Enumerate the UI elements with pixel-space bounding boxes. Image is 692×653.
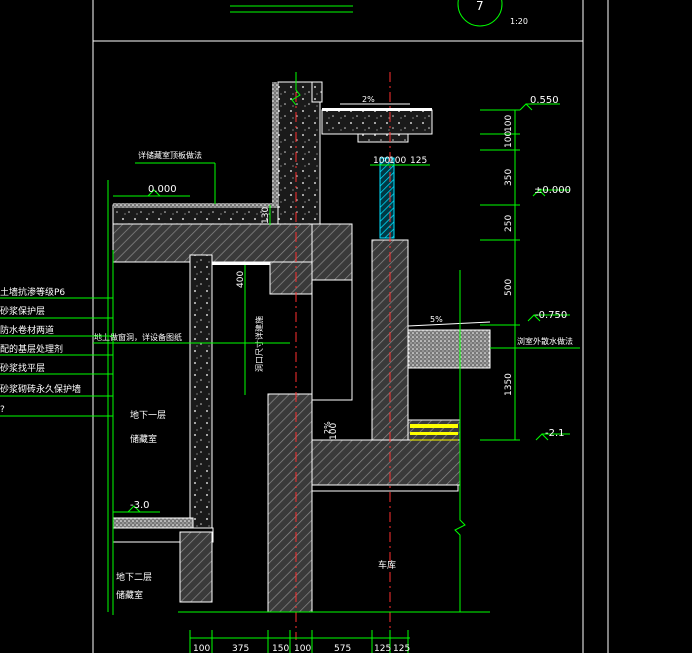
inner-slope-label: 2%	[323, 421, 332, 434]
layer-4: 配的基层处理剂	[0, 343, 63, 355]
svg-text:100: 100	[504, 115, 514, 132]
top-slope-label: 2%	[362, 95, 375, 104]
b1-floor-slab	[112, 517, 214, 603]
bottom-dim-chain	[189, 630, 410, 653]
opening-note: 地上做窗洞，详设备图纸	[94, 332, 182, 342]
layer-7: ?	[0, 405, 5, 415]
glazing	[379, 157, 395, 239]
svg-text:125: 125	[410, 156, 427, 166]
room-b2-line1: 地下二层	[116, 571, 152, 583]
elev-zero-left: 0.000	[148, 184, 177, 195]
ground-layers	[407, 321, 491, 441]
b1-inner-wall	[189, 254, 313, 613]
svg-text:130: 130	[261, 207, 271, 224]
window-head-beam	[321, 108, 433, 143]
layer-callout-lines	[0, 297, 113, 417]
svg-text:500: 500	[504, 279, 514, 296]
elev-ground-right: -0.750	[535, 310, 567, 321]
room-b1-line1: 地下一层	[130, 409, 166, 421]
layer-1: 土墙抗渗等级P6	[0, 286, 65, 298]
layer-3: 防水卷材两道	[0, 324, 54, 336]
window-note: 洞口尺寸详建施	[254, 316, 264, 372]
layer-callout-labels: 土墙抗渗等级P6 砂浆保护层 防水卷材两道 配的基层处理剂 砂浆找平层 砂浆砌砖…	[0, 286, 81, 415]
layer-2: 砂浆保护层	[0, 305, 45, 317]
svg-text:1350: 1350	[504, 373, 514, 396]
layer-6: 砂浆砌砖永久保护墙	[0, 383, 81, 395]
title-underlines	[230, 5, 353, 13]
svg-text:125: 125	[374, 644, 391, 653]
outdoor-waterproof-label: 浏室外散水做法	[517, 336, 573, 346]
svg-text:100: 100	[329, 423, 339, 440]
elev-zero-right: ±0.000	[534, 185, 571, 196]
ground-slope-label: 5%	[430, 315, 443, 324]
layer-5: 砂浆找平层	[0, 362, 45, 374]
elev-top-right: 0.550	[530, 95, 559, 106]
upper-wall	[272, 81, 323, 225]
svg-text:150: 150	[272, 644, 289, 653]
middle-wall	[311, 223, 353, 401]
inner-dims	[244, 205, 271, 395]
room-b2-line2: 储藏室	[116, 589, 143, 601]
drawing-frame	[92, 0, 609, 653]
svg-text:350: 350	[504, 169, 514, 186]
room-garage: 车库	[378, 559, 396, 571]
elevation-markers-left	[113, 189, 190, 513]
right-dim-chain	[480, 109, 520, 441]
detail-index-circle	[457, 0, 503, 27]
svg-text:100: 100	[389, 156, 406, 166]
svg-text:575: 575	[334, 644, 351, 653]
svg-text:100: 100	[294, 644, 311, 653]
svg-text:100: 100	[504, 131, 514, 148]
bottom-dim-labels: 100 375 150 100 575 125 125	[193, 644, 410, 653]
svg-text:250: 250	[504, 215, 514, 232]
right-dim-labels: 100 100 350 250 500 1350	[504, 115, 514, 396]
elev-bottom-right: -2.1	[545, 428, 565, 439]
room-b1-line2: 储藏室	[130, 433, 157, 445]
svg-text:125: 125	[393, 644, 410, 653]
elev-minus3-left: -3.0	[130, 500, 150, 511]
scale-label: 1:20	[510, 17, 528, 26]
axis-lines	[295, 72, 391, 640]
svg-text:100: 100	[373, 156, 390, 166]
svg-text:400: 400	[236, 271, 246, 288]
detail-index-number: 7	[476, 0, 484, 13]
svg-text:100: 100	[193, 644, 210, 653]
svg-text:375: 375	[232, 644, 249, 653]
roof-detail-label: 详储藏室顶板做法	[138, 150, 202, 160]
elevation-markers-right	[519, 103, 570, 441]
